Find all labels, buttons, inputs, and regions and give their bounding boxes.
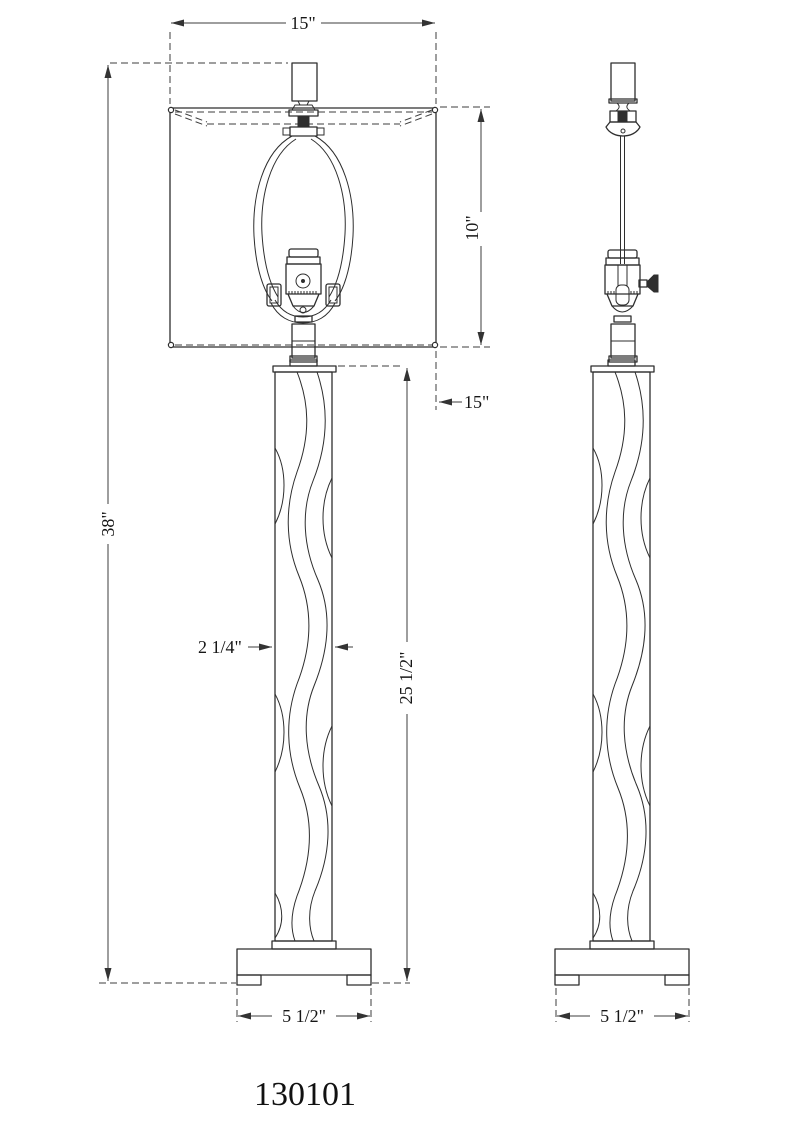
- side-view: [555, 62, 689, 985]
- dim-label-overall-height: 38": [98, 511, 118, 536]
- dim-label-shade-top-width: 15": [290, 13, 315, 33]
- harp-edge-view: [620, 136, 625, 264]
- side-neck: [608, 323, 638, 363]
- side-threaded-collar: [617, 110, 628, 123]
- side-socket-ticks: [607, 291, 638, 294]
- dim-body-height: 25 1/2": [338, 365, 416, 981]
- neck: [289, 323, 318, 363]
- finial: [288, 62, 319, 128]
- switch-knob: [295, 273, 311, 289]
- side-socket: [604, 249, 659, 323]
- dim-overall-height: 38": [98, 62, 410, 984]
- shade-outline: [169, 107, 437, 348]
- model-number: 130101: [254, 1076, 356, 1113]
- threaded-stud: [297, 115, 310, 128]
- switch-knob-side: [646, 274, 659, 293]
- shade-hidden-lines: [174, 109, 433, 346]
- dimensions: 15" 10" 15" 38": [98, 13, 690, 1026]
- dim-label-column-diameter: 2 1/4": [198, 637, 242, 657]
- harp-saddle-left: [266, 283, 282, 307]
- socket-ticks: [288, 291, 317, 294]
- dim-shade-top-width: 15": [169, 13, 437, 104]
- dim-label-front-base-width: 5 1/2": [282, 1006, 326, 1026]
- dim-label-side-base-width: 5 1/2": [600, 1006, 644, 1026]
- side-finial: [605, 62, 641, 137]
- socket: [285, 248, 322, 323]
- dim-shade-bottom-width: 15": [435, 351, 489, 412]
- socket-base-ring: [294, 315, 313, 323]
- dim-front-base-width: 5 1/2": [236, 988, 372, 1026]
- harp: [253, 126, 354, 324]
- shade-corner-fittings: [167, 106, 439, 349]
- dim-column-diameter: 2 1/4": [198, 637, 353, 657]
- dim-label-shade-height: 10": [462, 215, 482, 240]
- dim-label-shade-bottom-width: 15": [464, 392, 489, 412]
- front-view: [167, 62, 439, 985]
- dim-side-base-width: 5 1/2": [555, 988, 690, 1026]
- dim-shade-height: 10": [440, 106, 490, 348]
- dim-label-body-height: 25 1/2": [396, 652, 416, 705]
